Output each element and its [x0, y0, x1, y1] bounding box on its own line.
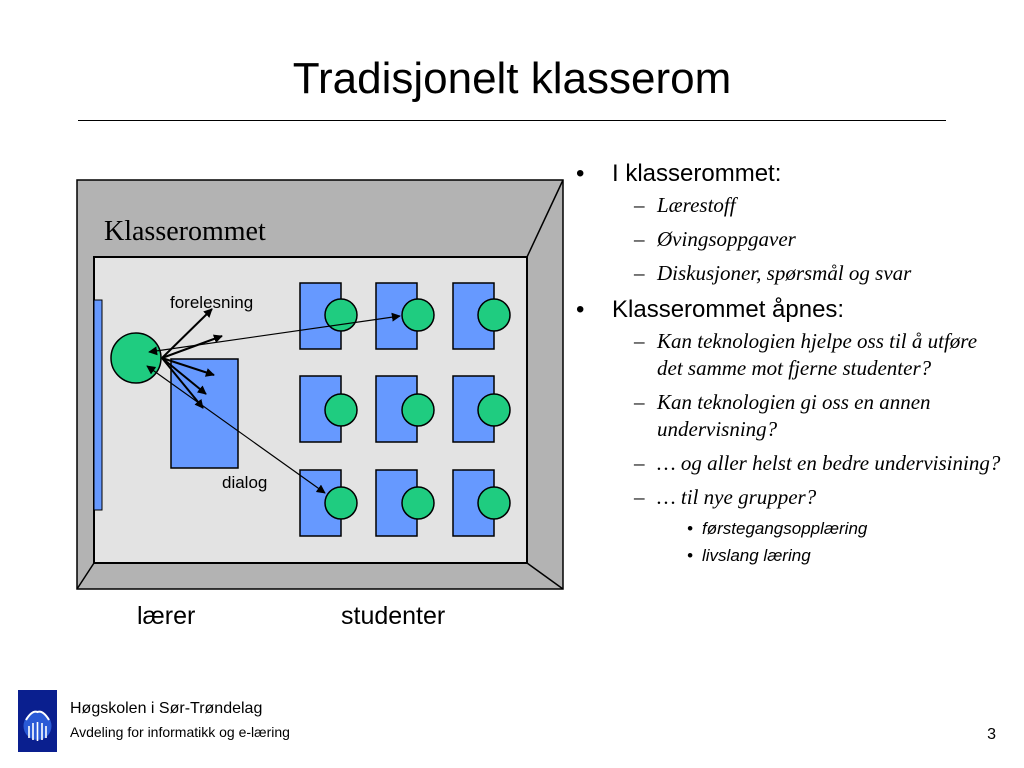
- sub-item: Diskusjoner, spørsmål og svar: [612, 260, 1002, 287]
- label-dialog: dialog: [222, 473, 267, 492]
- student-figure: [477, 486, 511, 520]
- footer-org: Høgskolen i Sør-Trøndelag: [70, 700, 263, 717]
- student-figure: [324, 486, 358, 520]
- student-figure: [401, 298, 435, 332]
- room-label: Klasserommet: [104, 216, 266, 247]
- bullet-text: Klasserommet åpnes:: [612, 296, 845, 323]
- sub-item-text: … til nye grupper?: [657, 485, 817, 509]
- sub-item: Kan teknologien hjelpe oss til å utføre …: [612, 328, 1002, 382]
- student-figure: [477, 393, 511, 427]
- student-figure: [324, 393, 358, 427]
- sub-item: Øvingsoppgaver: [612, 226, 1002, 253]
- slide-title: Tradisjonelt klasserom: [292, 54, 732, 103]
- bullet-item: I klasserommet: Lærestoff Øvingsoppgaver…: [572, 158, 1002, 287]
- dialog-arrow: [148, 312, 401, 356]
- subsub-item: livslang læring: [657, 542, 1002, 569]
- student-figure: [401, 486, 435, 520]
- sub-item: Kan teknologien gi oss en annen undervis…: [612, 389, 1002, 443]
- subsub-item: førstegangsopplæring: [657, 515, 1002, 542]
- bullet-text: I klasserommet:: [612, 160, 782, 187]
- hist-logo-icon: [18, 690, 57, 752]
- student-figure: [477, 298, 511, 332]
- label-teacher: lærer: [137, 602, 195, 630]
- page-number: 3: [987, 726, 996, 743]
- footer-dept: Avdeling for informatikk og e-læring: [70, 724, 290, 740]
- label-students: studenter: [341, 602, 445, 630]
- label-forelesning: forelesning: [170, 293, 253, 312]
- sub-list: Kan teknologien hjelpe oss til å utføre …: [612, 328, 1002, 569]
- bullet-item: Klasserommet åpnes: Kan teknologien hjel…: [572, 294, 1002, 569]
- title-divider: [78, 120, 946, 121]
- subsub-list: førstegangsopplæring livslang læring: [657, 515, 1002, 569]
- wall-corner-line: [526, 179, 564, 258]
- bullet-list: I klasserommet: Lærestoff Øvingsoppgaver…: [572, 158, 1002, 576]
- teacher-figure: [110, 332, 162, 384]
- teacher-desk: [170, 358, 239, 469]
- sub-item: … til nye grupper? førstegangsopplæring …: [612, 484, 1002, 569]
- sub-list: Lærestoff Øvingsoppgaver Diskusjoner, sp…: [612, 192, 1002, 287]
- dialog-arrow: [146, 365, 326, 494]
- blackboard: [93, 299, 103, 511]
- student-figure: [401, 393, 435, 427]
- sub-item: Lærestoff: [612, 192, 1002, 219]
- wall-corner-line: [76, 562, 95, 590]
- wall-corner-line: [526, 562, 564, 590]
- sub-item: … og aller helst en bedre undervisining?: [612, 450, 1002, 477]
